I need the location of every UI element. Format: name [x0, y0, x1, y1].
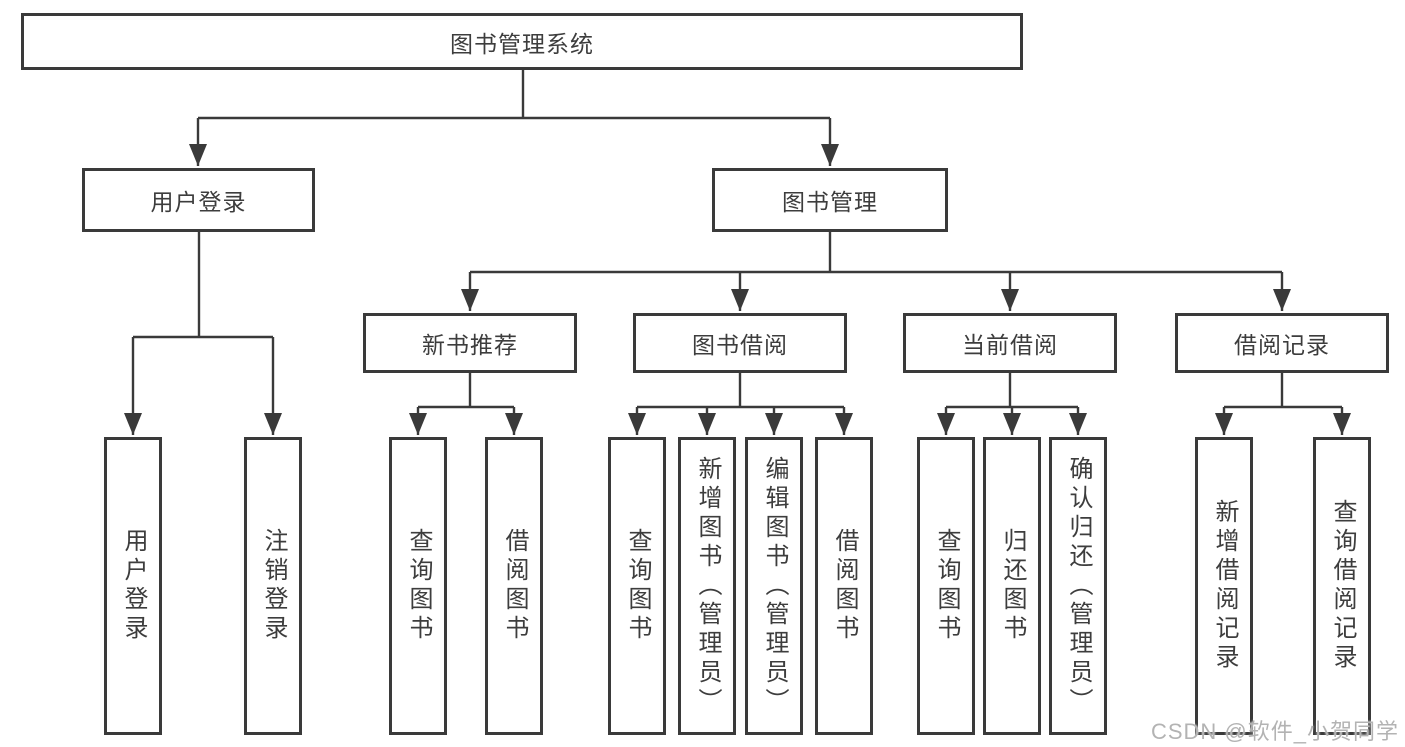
leaf-current-confirm: 确认归还（管理员） — [1049, 437, 1107, 735]
node-borrow-records: 借阅记录 — [1175, 313, 1389, 373]
leaf-current-query: 查询图书 — [917, 437, 975, 735]
trunk-user-login — [133, 232, 273, 339]
leaf-records-add: 新增借阅记录 — [1195, 437, 1253, 735]
leaf-records-query: 查询借阅记录 — [1313, 437, 1371, 735]
trunk-new-books — [418, 373, 514, 409]
node-current-borrow: 当前借阅 — [903, 313, 1117, 373]
node-root: 图书管理系统 — [21, 13, 1023, 70]
csdn-watermark: CSDN @软件_小贺同学 — [1150, 719, 1399, 744]
trunk-root — [198, 70, 830, 120]
node-book-mgmt: 图书管理 — [712, 168, 948, 232]
leaf-logout: 注销登录 — [244, 437, 302, 735]
leaf-current-return: 归还图书 — [983, 437, 1041, 735]
leaf-book-borrow-borrow: 借阅图书 — [815, 437, 873, 735]
leaf-new-books-query: 查询图书 — [389, 437, 447, 735]
leaf-new-books-borrow: 借阅图书 — [485, 437, 543, 735]
trunk-book-mgmt — [470, 232, 1282, 274]
trunk-book-borrow — [637, 373, 844, 409]
leaf-book-borrow-query: 查询图书 — [608, 437, 666, 735]
node-new-books: 新书推荐 — [363, 313, 577, 373]
leaf-book-borrow-edit: 编辑图书（管理员） — [745, 437, 803, 735]
node-user-login: 用户登录 — [82, 168, 315, 232]
leaf-book-borrow-add: 新增图书（管理员） — [678, 437, 736, 735]
node-book-borrow: 图书借阅 — [633, 313, 847, 373]
leaf-user-login: 用户登录 — [104, 437, 162, 735]
trunk-current-borrow — [946, 373, 1078, 409]
trunk-borrow-records — [1224, 373, 1342, 409]
